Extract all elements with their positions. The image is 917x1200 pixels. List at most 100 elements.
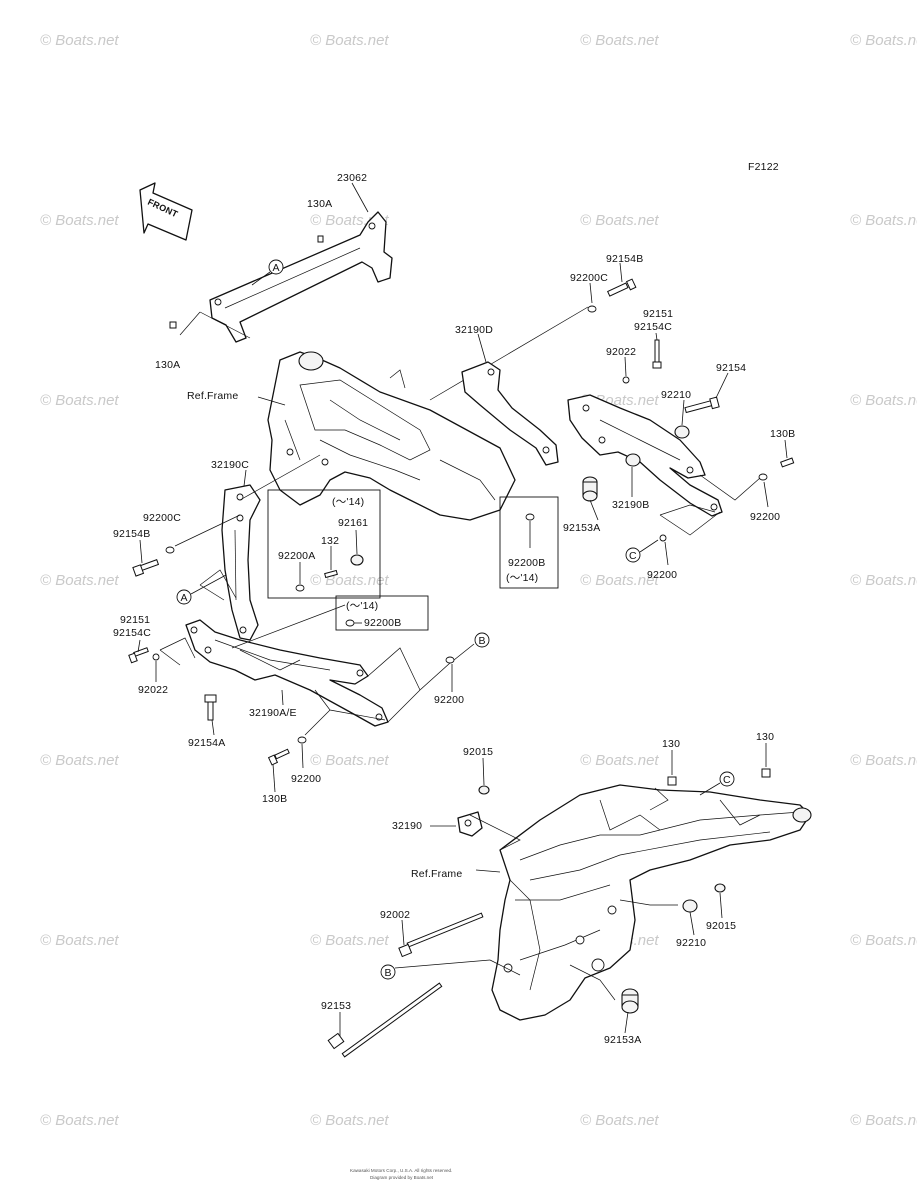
nut-92015-top [478,785,490,795]
label-92151-top: 92151 [643,308,673,320]
washer-92200B-small [345,619,355,627]
callout-C-bot: C [719,771,735,787]
label-note-14-a: (～'14) [332,496,364,508]
box-14-a [267,489,381,599]
watermark: © Boats.net [310,752,389,769]
label-32190B: 32190B [612,499,649,511]
collar-92153A-mid [582,476,598,502]
bolt-130B-low [267,748,290,766]
collar-92153A-bot [621,988,639,1014]
callout-A-top: A [268,259,284,275]
pin-132 [324,569,338,579]
label-92154A: 92154A [188,737,225,749]
watermark: © Boats.net [310,572,389,589]
label-92200B-small: 92200B [364,617,401,629]
washer-92200B [525,513,535,521]
label-32190AE: 32190A/E [249,707,297,719]
washer-92022-top [622,376,630,384]
label-ref-frame-bot: Ref.Frame [411,868,462,880]
washer-92200-low [297,736,307,744]
nut-92015-right [714,883,726,893]
watermark: © Boats.net [850,1112,917,1129]
bolt-92154A [204,694,217,721]
label-23062: 23062 [337,172,367,184]
label-92200C-top: 92200C [570,272,608,284]
bolt-130A-left [169,321,177,329]
label-92154C-left: 92154C [113,627,151,639]
label-92153: 92153 [321,1000,351,1012]
label-130B-low: 130B [262,793,287,805]
part-32190C-bracket [221,484,261,641]
bolt-130A-top [317,235,324,243]
watermark: © Boats.net [850,932,917,949]
svg-text:C: C [723,774,731,786]
label-130B-right: 130B [770,428,795,440]
main-frame-top [267,351,516,521]
front-arrow-icon: FRONT [139,182,193,241]
watermark: © Boats.net [40,32,119,49]
washer-92200C-left [165,546,175,554]
watermark: © Boats.net [850,752,917,769]
bolt-92153 [327,982,443,1058]
box-14-b [335,595,429,631]
watermark: © Boats.net [850,212,917,229]
watermark: © Boats.net [310,932,389,949]
watermark: © Boats.net [310,32,389,49]
watermark: © Boats.net [40,1112,119,1129]
label-92022-left: 92022 [138,684,168,696]
label-92002: 92002 [380,909,410,921]
label-92200A: 92200A [278,550,315,562]
watermark: © Boats.net [580,32,659,49]
label-92200B-box-note: (～'14) [506,572,538,584]
callout-B-bot: B [380,964,396,980]
svg-text:A: A [181,592,188,604]
label-92154B-left: 92154B [113,528,150,540]
label-130A-top: 130A [307,198,332,210]
label-32190D: 32190D [455,324,493,336]
label-92200C-left: 92200C [143,512,181,524]
label-92200-mid: 92200 [434,694,464,706]
label-130A-left: 130A [155,359,180,371]
label-note-14-b: (～'14) [346,600,378,612]
label-92022-top: 92022 [606,346,636,358]
label-92153A-mid: 92153A [563,522,600,534]
footer-provider: Diagram provided by Boats.net [370,1175,434,1180]
watermark: © Boats.net [580,752,659,769]
label-92200-right: 92200 [750,511,780,523]
label-92210-top: 92210 [661,389,691,401]
part-32190D-bracket [461,361,559,466]
watermark: © Boats.net [580,572,659,589]
bolt-130-a [667,776,677,786]
watermark: © Boats.net [40,212,119,229]
watermark: © Boats.net [850,32,917,49]
collar-92210-top [674,425,690,439]
label-92154-right: 92154 [716,362,746,374]
bolt-92154B-top [607,278,637,297]
bolt-130B-right [780,457,795,468]
part-32190-bracket [457,811,483,837]
svg-text:B: B [385,967,392,979]
svg-text:A: A [273,262,280,274]
footer-copyright: Kawasaki Motors Corp., U.S.A. All rights… [350,1168,452,1173]
washer-92022-left [152,653,160,661]
label-92161: 92161 [338,517,368,529]
label-ref-frame-top: Ref.Frame [187,390,238,402]
watermark: © Boats.net [580,212,659,229]
label-92210-bot: 92210 [676,937,706,949]
label-92015-right: 92015 [706,920,736,932]
watermark: © Boats.net [580,1112,659,1129]
watermark: © Boats.net [40,392,119,409]
bolt-92002 [398,912,484,958]
label-92200-c: 92200 [647,569,677,581]
watermark-grid: © Boats.net © Boats.net © Boats.net © Bo… [40,32,917,1129]
watermark: © Boats.net [40,572,119,589]
label-92153A-bot: 92153A [604,1034,641,1046]
label-92154B-top: 92154B [606,253,643,265]
bolt-92154C-top [652,339,662,369]
watermark: © Boats.net [850,392,917,409]
collar-92210-bot [682,899,698,913]
watermark: © Boats.net [40,752,119,769]
watermark: © Boats.net [850,572,917,589]
label-130-a: 130 [662,738,680,750]
bolt-92154B-left [132,559,160,577]
